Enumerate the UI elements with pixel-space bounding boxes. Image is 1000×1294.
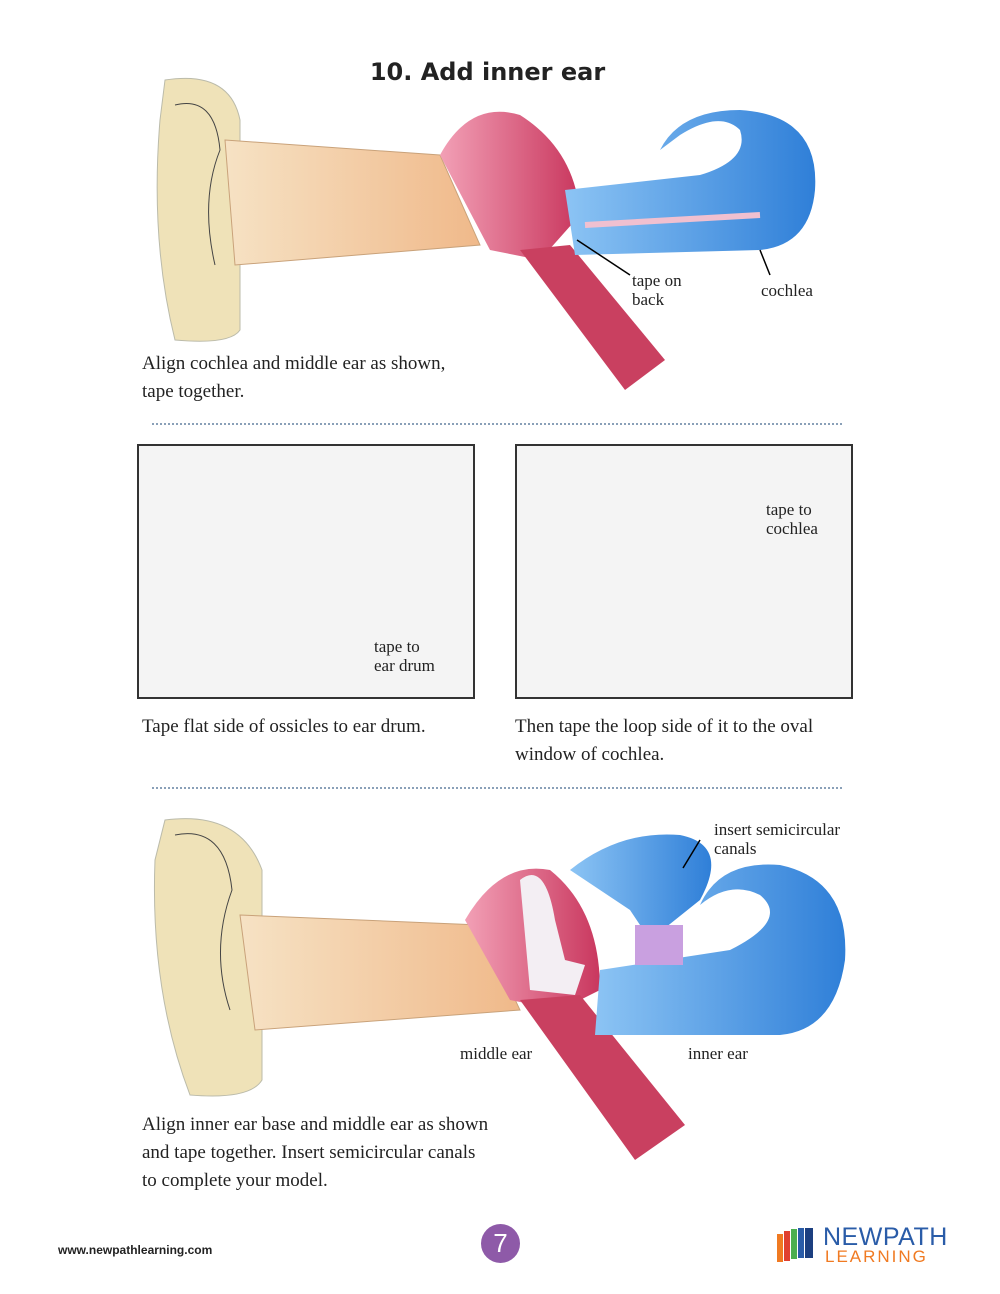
step3-caption: Align inner ear base and middle ear as s… <box>142 1111 488 1195</box>
page-title: 10. Add inner ear <box>369 58 606 86</box>
divider <box>152 787 842 789</box>
label-cochlea: cochlea <box>761 281 813 300</box>
label-inner-ear: inner ear <box>688 1044 748 1063</box>
label-middle-ear: middle ear <box>460 1044 533 1063</box>
logo-text-top: NEWPATH <box>823 1223 948 1251</box>
caption-line: Align inner ear base and middle ear as s… <box>142 1114 489 1135</box>
label-line: tape on <box>632 271 682 290</box>
label-line: tape to <box>766 500 812 519</box>
label-line: cochlea <box>766 519 818 538</box>
label-tape-to-cochlea: tape to cochlea <box>766 500 818 538</box>
page-number-badge: 7 <box>481 1224 520 1263</box>
label-tape-on-back: tape on back <box>632 271 682 309</box>
step2-right-frame <box>515 444 853 699</box>
label-line: back <box>632 290 665 309</box>
caption-line: tape together. <box>142 381 245 402</box>
label-insert-canals: insert semicircular canals <box>714 820 840 858</box>
caption-line: Align cochlea and middle ear as shown, <box>142 353 446 374</box>
logo-text-bottom: LEARNING <box>825 1247 928 1266</box>
label-line: canals <box>714 839 757 858</box>
caption-line: window of cochlea. <box>515 744 665 765</box>
label-line: insert semicircular <box>714 820 841 839</box>
step1-ear-model <box>156 77 816 390</box>
book-icon <box>777 1228 813 1262</box>
step2-left-caption: Tape flat side of ossicles to ear drum. <box>142 716 426 737</box>
website-url[interactable]: www.newpathlearning.com <box>58 1243 213 1257</box>
step2-right-caption: Then tape the loop side of it to the ova… <box>515 713 813 769</box>
step2-left-frame <box>137 444 475 699</box>
label-line: ear drum <box>374 656 435 675</box>
divider <box>152 423 842 425</box>
newpath-learning-logo: NEWPATH LEARNING <box>775 1223 950 1266</box>
label-line: tape to <box>374 637 420 656</box>
label-tape-to-ear-drum: tape to ear drum <box>374 637 435 675</box>
step1-caption: Align cochlea and middle ear as shown, t… <box>142 350 445 406</box>
caption-line: Then tape the loop side of it to the ova… <box>515 716 814 737</box>
caption-line: to complete your model. <box>142 1170 328 1191</box>
caption-line: and tape together. Insert semicircular c… <box>142 1142 476 1163</box>
step3-ear-model <box>153 818 846 1160</box>
